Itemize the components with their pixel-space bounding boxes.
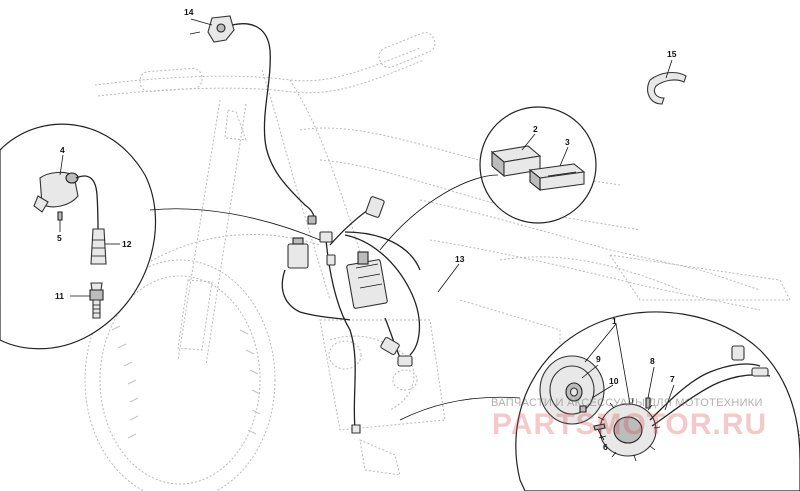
callout-7: 7 (670, 374, 675, 384)
callout-11: 11 (55, 291, 64, 301)
watermark-brand: PARTSMOTOR.RU (492, 408, 768, 441)
callout-3: 3 (565, 137, 570, 147)
callout-2: 2 (533, 124, 538, 134)
callout-8: 8 (650, 356, 655, 366)
motorcycle-outline (84, 32, 800, 491)
callout-10: 10 (609, 376, 619, 386)
callout-12: 12 (122, 239, 132, 249)
harness-components (189, 15, 413, 434)
wire-clamp (647, 71, 687, 105)
callout-numbers: 1 2 3 4 5 6 7 8 9 10 11 12 13 14 15 (55, 7, 677, 452)
detail-stator (515, 311, 800, 491)
wiring-harness (231, 23, 421, 429)
watermark-subtitle: ВАПЧАСТИ И АКСЕССУАРЫ ДЛЯ МОТОТЕХНИКИ (491, 397, 763, 409)
callout-15: 15 (667, 49, 677, 59)
callout-14: 14 (184, 7, 194, 17)
callout-6: 6 (603, 442, 608, 452)
detail-spark-plug (0, 123, 157, 350)
callout-5: 5 (57, 233, 62, 243)
callout-9: 9 (596, 354, 601, 364)
callout-4: 4 (60, 145, 65, 155)
leader-lines (59, 18, 675, 441)
detail-modules (479, 106, 597, 224)
callout-1: 1 (612, 316, 617, 326)
callout-13: 13 (455, 254, 465, 264)
